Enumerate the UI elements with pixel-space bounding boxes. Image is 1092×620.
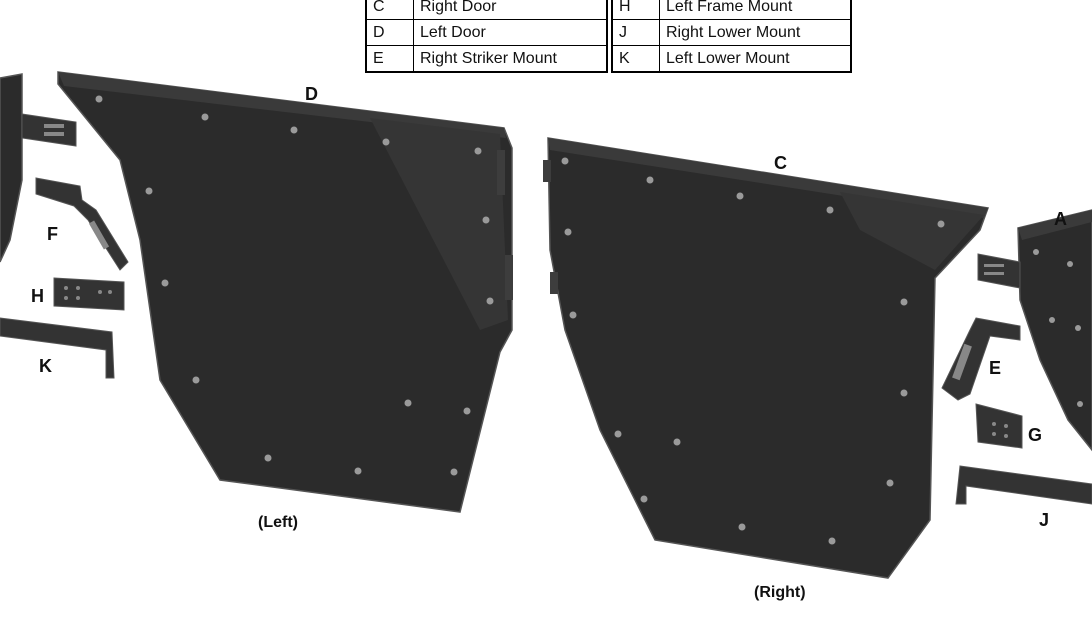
part-name: Left Door [413, 19, 608, 46]
part-name: Left Frame Mount [659, 0, 852, 20]
rivets-part-a [1033, 249, 1083, 407]
part-g-bracket [975, 403, 1023, 449]
label-c: C [774, 153, 787, 173]
part-a-door-partial [1017, 209, 1092, 452]
table-row: K Left Lower Mount [611, 45, 852, 73]
part-c-right-door [543, 137, 990, 579]
part-a-bracket [977, 253, 1021, 289]
part-e-striker-mount [941, 317, 1021, 401]
label-f: F [47, 224, 58, 244]
label-k: K [39, 356, 52, 376]
part-h-frame-mount [53, 277, 125, 311]
part-d-left-door [57, 71, 513, 513]
part-j-lower-mount [955, 465, 1092, 505]
part-name: Left Lower Mount [659, 45, 852, 73]
part-letter: K [611, 45, 660, 73]
part-f-bracket [35, 177, 129, 271]
parts-table-right: H Left Frame Mount J Right Lower Mount K… [611, 0, 852, 73]
table-row: D Left Door [365, 19, 608, 46]
table-row: E Right Striker Mount [365, 45, 608, 73]
caption-left: (Left) [258, 514, 298, 531]
part-letter: D [365, 19, 414, 46]
rivets-right-door [561, 157, 945, 545]
label-g: G [1028, 425, 1043, 445]
label-d: D [305, 84, 318, 104]
parts-table-left: C Right Door D Left Door E Right Striker… [365, 0, 608, 73]
table-row: J Right Lower Mount [611, 19, 852, 46]
bracket-upper-left [21, 113, 77, 147]
caption-right: (Right) [754, 584, 806, 601]
part-letter: J [611, 19, 660, 46]
partial-door-left-edge [0, 73, 23, 263]
part-letter: E [365, 45, 414, 73]
label-e: E [989, 358, 1002, 378]
rivets-left-door [95, 95, 494, 476]
label-h: H [31, 286, 44, 306]
part-k-lower-mount [0, 317, 115, 379]
part-name: Right Lower Mount [659, 19, 852, 46]
part-name: Right Striker Mount [413, 45, 608, 73]
label-a: A [1054, 209, 1067, 229]
label-j: J [1039, 510, 1050, 530]
table-row: H Left Frame Mount [611, 0, 852, 20]
